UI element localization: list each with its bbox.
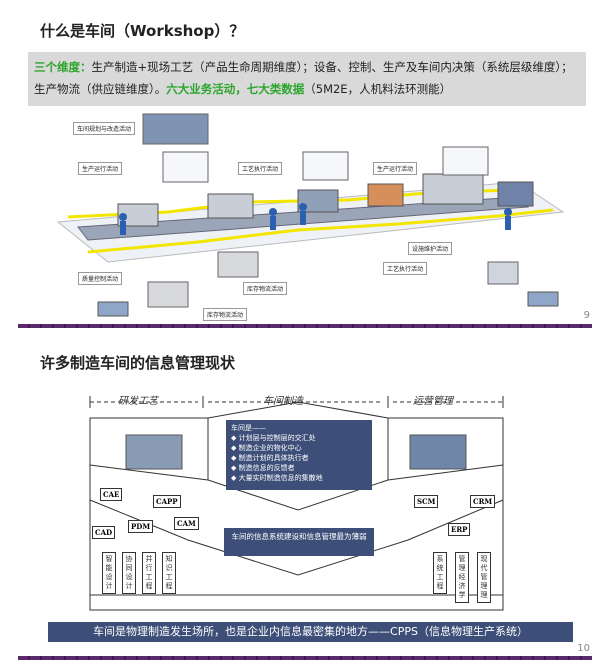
dimensions-label: 三个维度： <box>34 60 92 74</box>
system-cam: CAM <box>174 517 199 530</box>
column-knowledge-eng: 知识工程 <box>162 552 176 594</box>
workshop-role-point: ◆ 制造企业的物化中心 <box>231 444 302 452</box>
slide-workshop-definition: 什么是车间（Workshop）？ 三个维度：生产制造+现场工艺（产品生命周期维度… <box>18 8 592 330</box>
section-workshop-manufacturing: 车间制造 <box>263 396 303 407</box>
system-scm: SCM <box>414 495 439 508</box>
activity-label: 工艺执行活动 <box>383 262 428 275</box>
system-pdm: PDM <box>128 520 154 533</box>
activity-label: 生产运行活动 <box>373 162 418 175</box>
activity-label: 库存物流活动 <box>203 308 248 321</box>
workshop-role-point: ◆ 大量实时制造信息的集散地 <box>231 474 323 482</box>
footer-bar <box>18 656 592 660</box>
footer-bar <box>18 324 592 328</box>
data-categories: （5M2E，人机料法环测能） <box>304 82 452 96</box>
column-smart-design: 智能设计 <box>102 552 116 594</box>
system-capp: CAPP <box>153 495 181 508</box>
column-mgmt-econ: 管理经济学 <box>455 552 469 603</box>
system-erp: ERP <box>448 523 471 536</box>
activity-label: 工艺执行活动 <box>238 162 283 175</box>
page-number: 9 <box>583 310 590 321</box>
activities-highlight: 六大业务活动，七大类数据 <box>166 82 305 96</box>
column-systems-eng: 系统工程 <box>433 552 447 594</box>
system-crm: CRM <box>470 495 496 508</box>
dimensions-body: 生产制造+现场工艺（产品生命周期维度）；设备、控制、生产及车间内决策（系统层级维… <box>34 60 573 96</box>
slide-title: 什么是车间（Workshop）？ <box>40 22 245 40</box>
column-collab-design: 协同设计 <box>122 552 136 594</box>
activity-label: 车间规划与改造活动 <box>73 122 136 135</box>
system-cae: CAE <box>100 488 123 501</box>
slide-title: 许多制造车间的信息管理现状 <box>40 354 236 372</box>
workshop-role-heading: 车间是—— <box>231 424 266 432</box>
dimensions-description: 三个维度：生产制造+现场工艺（产品生命周期维度）；设备、控制、生产及车间内决策（… <box>28 52 586 106</box>
weak-link-note: 车间的信息系统建设和信息管理最为薄弱 <box>224 528 374 556</box>
column-modern-mgmt: 现代管理理 <box>477 552 491 603</box>
activity-label: 库存物流活动 <box>243 282 288 295</box>
page-number: 10 <box>577 643 590 654</box>
workshop-role-box: 车间是—— ◆ 计划层与控制层的交汇处 ◆ 制造企业的物化中心 ◆ 制造计划的具… <box>226 420 372 490</box>
workshop-role-point: ◆ 计划层与控制层的交汇处 <box>231 434 316 442</box>
section-rd-process: 研发工艺 <box>118 396 158 407</box>
workshop-illustration: 车间规划与改造活动 生产运行活动 工艺执行活动 生产运行活动 设施维护活动 工艺… <box>48 112 568 322</box>
workshop-role-point: ◆ 制造计划的具体执行者 <box>231 454 309 462</box>
column-concurrent-eng: 并行工程 <box>142 552 156 594</box>
activity-label: 质量控制活动 <box>78 272 123 285</box>
activity-label: 设施维护活动 <box>408 242 453 255</box>
activity-label: 生产运行活动 <box>78 162 123 175</box>
section-operations-management: 运营管理 <box>413 396 453 407</box>
architecture-diagram-lines <box>89 396 504 611</box>
slide-info-management: 许多制造车间的信息管理现状 研发工艺 车间制造 运营管理 车间是—— ◆ 计划层… <box>18 340 592 660</box>
system-cad: CAD <box>92 526 116 539</box>
workshop-role-point: ◆ 制造信息的反馈者 <box>231 464 295 472</box>
cpps-banner: 车间是物理制造发生场所，也是企业内信息最密集的地方——CPPS（信息物理生产系统… <box>48 622 573 642</box>
production-line-graphic <box>56 113 565 317</box>
